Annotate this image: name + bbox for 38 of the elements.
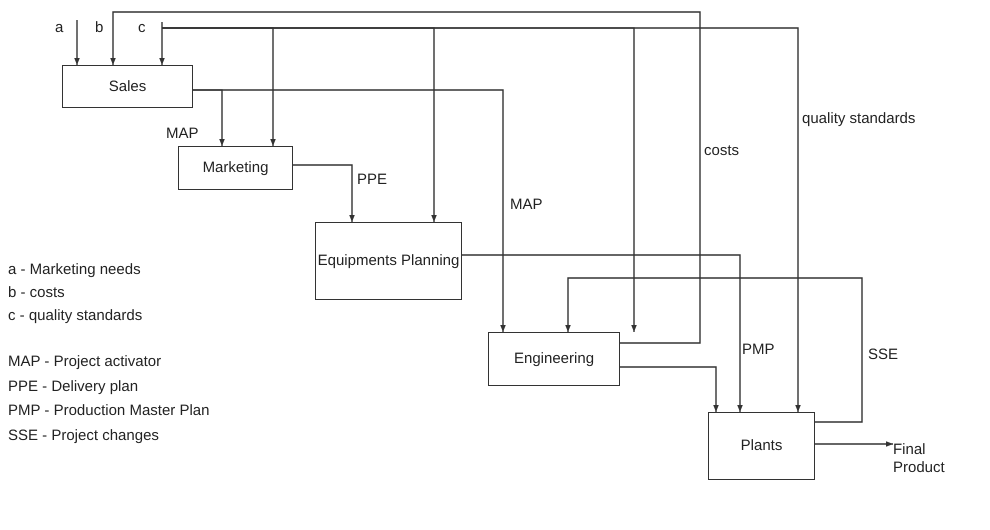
edge-label: PMP bbox=[742, 342, 775, 358]
box-label: Marketing bbox=[202, 159, 268, 177]
arrow bbox=[620, 366, 719, 412]
signal-label: b bbox=[95, 20, 104, 36]
legend-text: a - Marketing needs bbox=[8, 262, 141, 278]
arrow bbox=[162, 27, 801, 412]
edge-label: MAP bbox=[166, 126, 199, 142]
arrow bbox=[193, 89, 506, 332]
process-box bbox=[708, 412, 815, 480]
edge-label: MAP bbox=[510, 197, 543, 214]
box-label: Equipments Planning bbox=[318, 252, 460, 270]
arrow bbox=[159, 22, 165, 65]
edge-label: quality standards bbox=[802, 111, 916, 128]
edge-label: a bbox=[55, 20, 64, 36]
edge-label: SSE bbox=[868, 347, 898, 364]
edge-label: c bbox=[138, 20, 146, 36]
process-box bbox=[62, 65, 193, 108]
edge-label: PPE bbox=[357, 172, 388, 188]
arrow bbox=[74, 20, 80, 65]
box-label: Plants bbox=[740, 437, 782, 455]
legend-text: PMP - Production Master Plan bbox=[8, 403, 210, 420]
box-label: Engineering bbox=[514, 350, 594, 368]
box-label: Sales bbox=[108, 78, 146, 96]
legend-text: b - costs bbox=[8, 285, 65, 302]
arrow bbox=[462, 254, 743, 412]
arrow bbox=[110, 11, 701, 344]
arrow bbox=[293, 164, 355, 222]
legend-text: MAP - Project activator bbox=[8, 354, 162, 370]
arrow bbox=[815, 441, 893, 447]
process-box bbox=[488, 332, 620, 386]
edge-label: costs bbox=[704, 143, 740, 160]
legend-text: SSE - Project changes bbox=[8, 428, 159, 444]
process-box bbox=[178, 146, 293, 190]
legend-text: c - quality standards bbox=[8, 308, 142, 324]
output-label: Final Product bbox=[893, 434, 963, 484]
arrow bbox=[565, 277, 863, 423]
legend-text: PPE - Delivery plan bbox=[8, 379, 138, 396]
process-box bbox=[315, 222, 462, 300]
